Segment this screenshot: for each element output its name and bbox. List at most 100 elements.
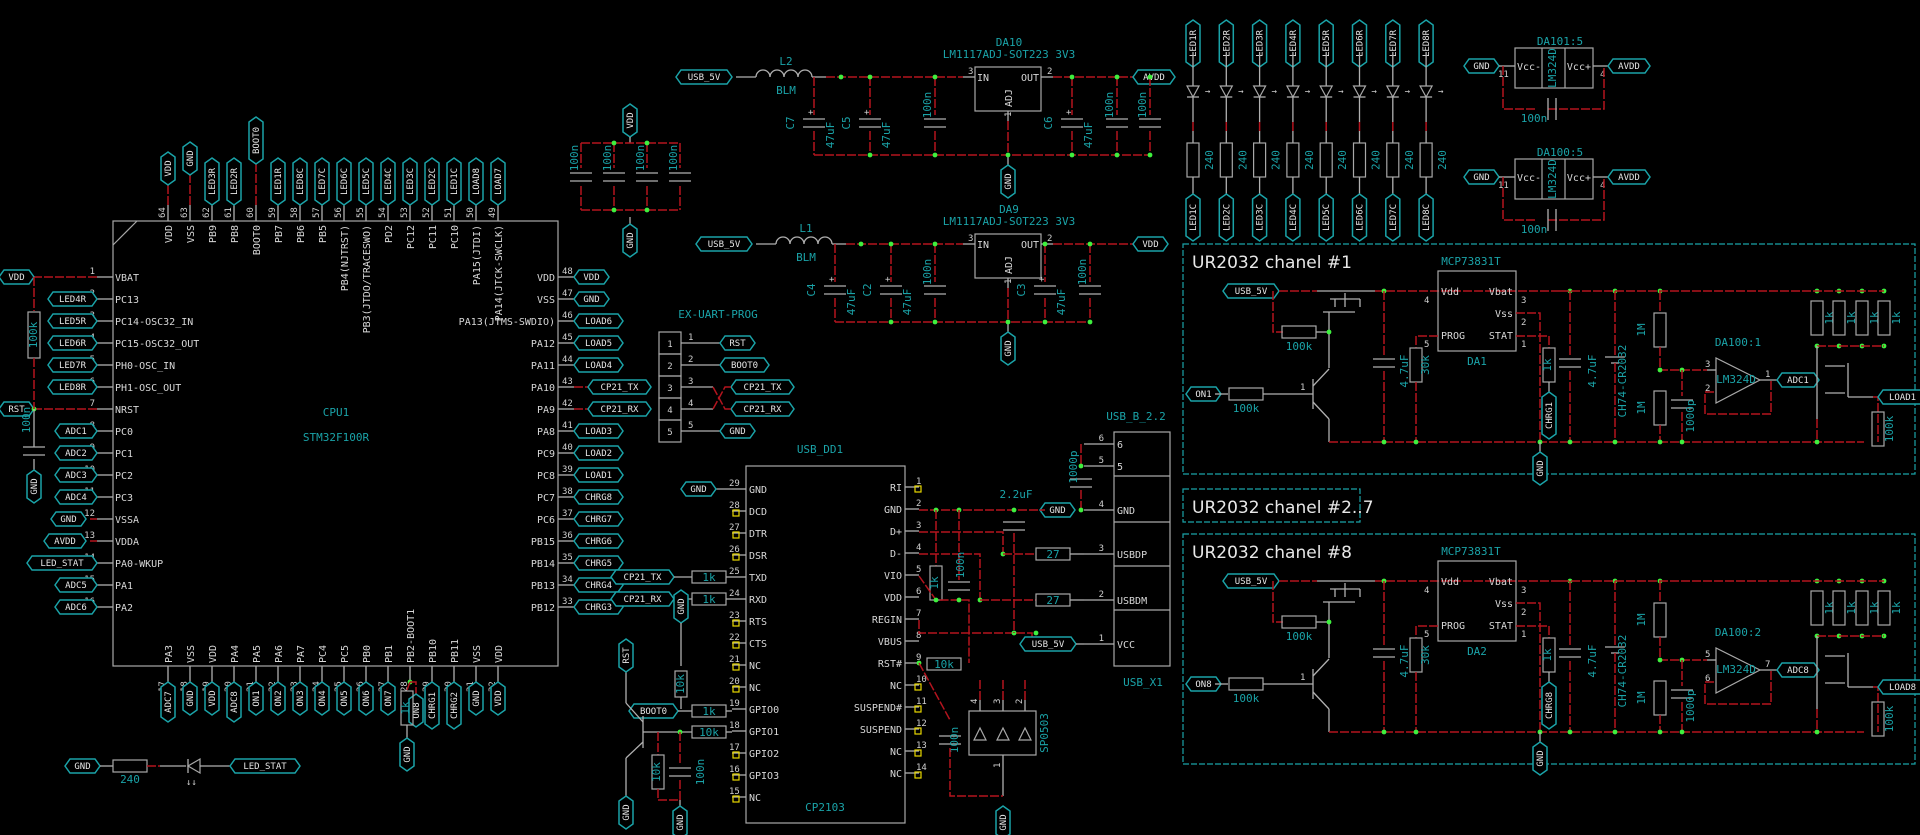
net-port-led3c[interactable]: LED3C <box>1251 193 1268 242</box>
net-port-usb-5v[interactable]: USB_5V <box>675 69 733 85</box>
net-port-vdd[interactable]: VDD <box>160 151 176 186</box>
net-port-gnd[interactable]: GND <box>399 737 415 772</box>
net-port-led4c[interactable]: LED4C <box>380 157 396 206</box>
net-port-load6[interactable]: LOAD6 <box>573 313 624 329</box>
net-port-rst[interactable]: RST <box>719 335 756 351</box>
net-port-avdd[interactable]: AVDD <box>43 533 87 549</box>
net-port-adc2[interactable]: ADC2 <box>54 445 98 461</box>
net-port-adc1[interactable]: ADC1 <box>1776 372 1820 388</box>
net-port-gnd[interactable]: GND <box>1532 451 1548 486</box>
net-port-usb-5v[interactable]: USB_5V <box>1222 573 1280 589</box>
net-port-on2[interactable]: ON2 <box>270 681 286 716</box>
net-port-avdd[interactable]: AVDD <box>1132 69 1176 85</box>
net-port-avdd[interactable]: AVDD <box>1607 169 1651 185</box>
net-port-led6c[interactable]: LED6C <box>1351 193 1368 242</box>
net-port-gnd[interactable]: GND <box>1000 331 1016 366</box>
net-port-gnd[interactable]: GND <box>1463 169 1500 185</box>
net-port-adc7[interactable]: ADC7 <box>160 681 176 723</box>
net-port-load8[interactable]: LOAD8 <box>1877 679 1920 695</box>
net-port-led6c[interactable]: LED6C <box>336 157 352 206</box>
net-port-led7r[interactable]: LED7R <box>47 357 98 373</box>
net-port-led4r[interactable]: LED4R <box>47 291 98 307</box>
net-port-on1[interactable]: ON1 <box>248 681 264 716</box>
net-port-on6[interactable]: ON6 <box>358 681 374 716</box>
net-port-gnd[interactable]: GND <box>182 141 198 176</box>
net-port-gnd[interactable]: GND <box>1000 164 1016 199</box>
net-port-led-stat[interactable]: LED_STAT <box>229 758 301 774</box>
net-port-gnd[interactable]: GND <box>26 469 42 504</box>
net-port-chrg7[interactable]: CHRG7 <box>573 511 624 527</box>
net-port-on7[interactable]: ON7 <box>380 681 396 716</box>
net-port-chrg1[interactable]: CHRG1 <box>424 681 440 730</box>
net-port-cp21-rx[interactable]: CP21_RX <box>610 591 675 607</box>
net-port-gnd[interactable]: GND <box>573 291 610 307</box>
net-port-on5[interactable]: ON5 <box>336 681 352 716</box>
net-port-led2r[interactable]: LED2R <box>226 157 242 206</box>
net-port-rst[interactable]: RST <box>618 638 634 673</box>
net-port-cp21-rx[interactable]: CP21_RX <box>730 401 795 417</box>
net-port-led7c[interactable]: LED7C <box>314 157 330 206</box>
net-port-cp21-rx[interactable]: CP21_RX <box>587 401 652 417</box>
net-port-led1c[interactable]: LED1C <box>446 157 462 206</box>
net-port-load5[interactable]: LOAD5 <box>573 335 624 351</box>
net-port-chrg6[interactable]: CHRG6 <box>573 533 624 549</box>
net-port-led4c[interactable]: LED4C <box>1285 193 1301 242</box>
net-port-cp21-tx[interactable]: CP21_TX <box>610 569 675 585</box>
net-port-gnd[interactable]: GND <box>1039 502 1076 518</box>
net-port-gnd[interactable]: GND <box>468 681 484 716</box>
net-port-led5c[interactable]: LED5C <box>358 157 374 206</box>
net-port-vdd[interactable]: VDD <box>573 269 610 285</box>
net-port-led2c[interactable]: LED2C <box>1218 193 1235 242</box>
net-port-gnd[interactable]: GND <box>64 758 101 774</box>
net-port-usb-5v[interactable]: USB_5V <box>1019 636 1077 652</box>
net-port-vdd[interactable]: VDD <box>1132 236 1169 252</box>
net-port-gnd[interactable]: GND <box>1532 741 1548 776</box>
net-port-boot0[interactable]: BOOT0 <box>719 357 770 373</box>
net-port-led5r[interactable]: LED5R <box>47 313 98 329</box>
net-port-led1r[interactable]: LED1R <box>270 157 286 206</box>
net-port-adc1[interactable]: ADC1 <box>54 423 98 439</box>
net-port-load8[interactable]: LOAD8 <box>468 157 484 206</box>
net-port-gnd[interactable]: GND <box>50 511 87 527</box>
net-port-cp21-tx[interactable]: CP21_TX <box>587 379 652 395</box>
net-port-chrg3[interactable]: CHRG3 <box>573 599 624 615</box>
net-port-vdd[interactable]: VDD <box>490 681 506 716</box>
net-port-cp21-tx[interactable]: CP21_TX <box>730 379 795 395</box>
net-port-vdd[interactable]: VDD <box>0 269 35 285</box>
net-port-led8c[interactable]: LED8C <box>1418 193 1434 242</box>
net-port-led1c[interactable]: LED1C <box>1185 193 1201 242</box>
net-port-adc8[interactable]: ADC8 <box>226 681 242 723</box>
net-port-led3c[interactable]: LED3C <box>402 157 418 206</box>
net-port-gnd[interactable]: GND <box>995 805 1011 835</box>
net-port-led5c[interactable]: LED5C <box>1318 193 1334 242</box>
net-port-load4[interactable]: LOAD4 <box>573 357 624 373</box>
net-port-adc6[interactable]: ADC6 <box>54 599 98 615</box>
net-port-chrg5[interactable]: CHRG5 <box>573 555 624 571</box>
net-port-led8r[interactable]: LED8R <box>47 379 98 395</box>
net-port-boot0[interactable]: BOOT0 <box>628 703 679 719</box>
net-port-gnd[interactable]: GND <box>182 681 198 716</box>
net-port-gnd[interactable]: GND <box>680 481 717 497</box>
net-port-gnd[interactable]: GND <box>622 223 638 258</box>
net-port-on3[interactable]: ON3 <box>292 681 308 716</box>
net-port-boot0[interactable]: BOOT0 <box>248 116 264 165</box>
net-port-load2[interactable]: LOAD2 <box>573 445 624 461</box>
net-port-load7[interactable]: LOAD7 <box>490 157 506 206</box>
net-port-led2c[interactable]: LED2C <box>424 157 440 206</box>
net-port-adc8[interactable]: ADC8 <box>1776 662 1820 678</box>
net-port-usb-5v[interactable]: USB_5V <box>695 236 753 252</box>
net-port-gnd[interactable]: GND <box>618 795 634 830</box>
net-port-gnd[interactable]: GND <box>672 805 688 835</box>
net-port-chrg2[interactable]: CHRG2 <box>446 681 462 730</box>
net-port-adc3[interactable]: ADC3 <box>54 467 98 483</box>
net-port-vdd[interactable]: VDD <box>204 681 220 716</box>
net-port-chrg4[interactable]: CHRG4 <box>573 577 624 593</box>
net-port-led7c[interactable]: LED7C <box>1385 193 1401 242</box>
net-port-avdd[interactable]: AVDD <box>1607 58 1651 74</box>
net-port-vdd[interactable]: VDD <box>622 103 638 138</box>
net-port-chrg8[interactable]: CHRG8 <box>573 489 624 505</box>
net-port-adc4[interactable]: ADC4 <box>54 489 98 505</box>
net-port-usb-5v[interactable]: USB_5V <box>1222 283 1280 299</box>
net-port-chrg1[interactable]: CHRG1 <box>1541 391 1557 440</box>
